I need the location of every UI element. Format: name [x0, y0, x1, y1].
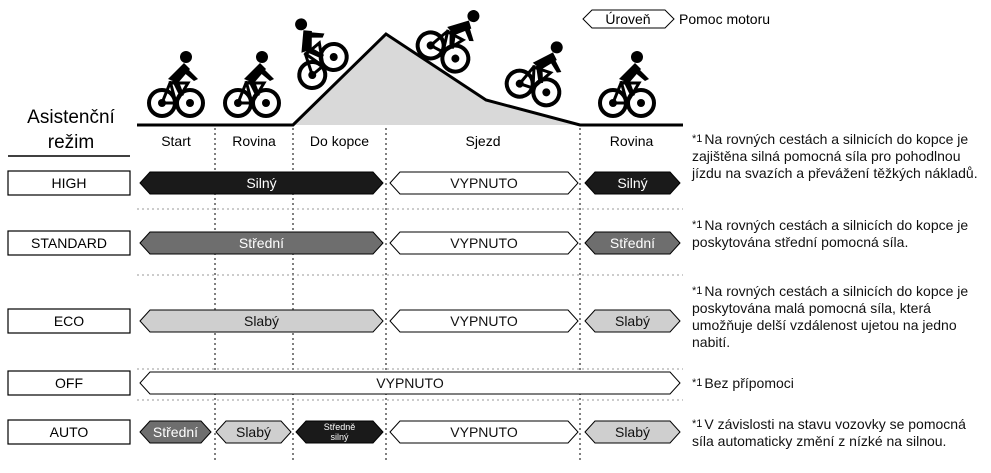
- segment-headers: Start Rovina Do kopce Sjezd Rovina: [161, 133, 653, 149]
- assist-level-bar: [295, 420, 384, 444]
- assist-level-bar: [389, 420, 579, 444]
- cyclist-icon: [147, 49, 205, 118]
- bar-label: Střední: [239, 235, 284, 251]
- mode-box[interactable]: [7, 370, 131, 396]
- assist-level-bar: [389, 171, 579, 195]
- segment-label: Sjezd: [465, 133, 500, 149]
- title-right: režim: [48, 132, 94, 153]
- cyclist-icon: [223, 49, 281, 118]
- bar-label: Slabý: [615, 313, 650, 329]
- cyclist-icon: [501, 28, 577, 111]
- legend-level-label: Úroveň: [605, 11, 650, 27]
- mode-box[interactable]: [7, 308, 131, 334]
- mode-row-standard: STANDARD Střední VYPNUTO Střední: [7, 230, 681, 256]
- note-text: Na rovných cestách a silnicích do kopce …: [692, 217, 969, 250]
- assist-level-bar: [139, 420, 212, 444]
- bar-label: VYPNUTO: [450, 424, 518, 440]
- footnote-marker: *1: [692, 377, 703, 389]
- bar-label: VYPNUTO: [450, 313, 518, 329]
- bar-label: Slabý: [615, 424, 650, 440]
- bar-label: Střední: [610, 235, 655, 251]
- note-text: Na rovných cestách a silnicích do kopce …: [692, 131, 978, 181]
- assist-level-bar: [139, 231, 384, 255]
- mode-row-eco: ECO Slabý VYPNUTO Slabý: [7, 308, 681, 334]
- mode-row-high: HIGH Silný VYPNUTO Silný: [7, 170, 681, 196]
- assist-level-bar: [584, 420, 681, 444]
- bar-label: Slabý: [244, 313, 279, 329]
- assist-level-bar: [139, 171, 384, 195]
- assist-level-bar: [389, 231, 579, 255]
- note-text: Bez přípomoci: [704, 375, 794, 391]
- bar-label: Silný: [246, 175, 276, 191]
- mode-box[interactable]: [7, 230, 131, 256]
- assist-level-bar: [139, 371, 681, 395]
- note-text: Na rovných cestách a silnicích do kopce …: [692, 283, 969, 350]
- segment-label: Start: [161, 133, 191, 149]
- bar-label: Střední: [153, 424, 198, 440]
- assist-level-bar: [584, 171, 681, 195]
- footnote-marker: *1: [692, 285, 703, 297]
- bar-label: Slabý: [236, 424, 271, 440]
- mode-box[interactable]: [7, 170, 131, 196]
- mode-box[interactable]: [7, 419, 131, 445]
- assist-level-bar: [584, 309, 681, 333]
- bar-label: VYPNUTO: [376, 375, 444, 391]
- legend-motor-label: Pomoc motoru: [679, 11, 770, 27]
- bar-label: VYPNUTO: [450, 235, 518, 251]
- mode-name: ECO: [54, 313, 84, 329]
- assist-level-bar: [584, 231, 681, 255]
- terrain-line: [137, 32, 683, 127]
- mode-name: HIGH: [52, 175, 87, 191]
- bar-label: Silný: [617, 175, 647, 191]
- bar-label: VYPNUTO: [450, 175, 518, 191]
- assist-level-bar: [215, 420, 292, 444]
- footnote-marker: *1: [692, 418, 703, 430]
- cyclist-icon: [598, 49, 656, 118]
- mode-name: STANDARD: [31, 235, 107, 251]
- legend-level-arrow: [582, 9, 675, 29]
- segment-label: Rovina: [610, 133, 654, 149]
- segment-label: Do kopce: [310, 133, 369, 149]
- footnote-marker: *1: [692, 133, 703, 145]
- mode-name: OFF: [55, 375, 83, 391]
- segment-label: Rovina: [232, 133, 276, 149]
- assist-level-bar: [389, 309, 579, 333]
- note-text: V závislosti na stavu vozovky se pomocná…: [692, 416, 966, 449]
- mode-name: AUTO: [50, 424, 89, 440]
- mode-row-off: OFF VYPNUTO: [7, 370, 681, 396]
- title-left: Asistenční: [27, 107, 115, 128]
- footnote-marker: *1: [692, 219, 703, 231]
- assist-level-bar: [139, 309, 384, 333]
- bar-label: Středně: [324, 422, 356, 432]
- bar-label: silný: [330, 432, 349, 442]
- row-dividers: [137, 208, 683, 401]
